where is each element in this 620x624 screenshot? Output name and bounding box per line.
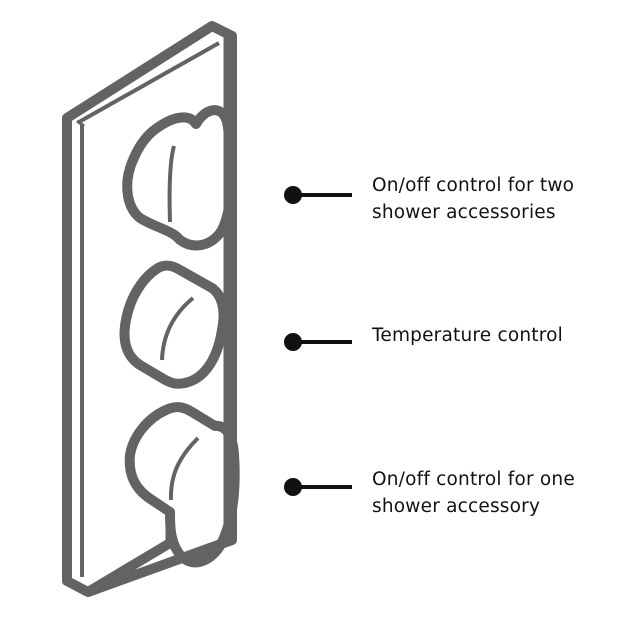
- bottom-knob-outline: [124, 402, 240, 568]
- callout-leader-line: [294, 485, 352, 489]
- callout-label: On/off control for one shower accessory: [372, 466, 575, 520]
- bottom-knob-indicator: [168, 436, 200, 501]
- top-knob-indicator: [167, 145, 176, 223]
- top-knob-outline: [122, 105, 237, 251]
- callout-bullet-icon: [284, 333, 302, 351]
- callout-label-line1: On/off control for one: [372, 469, 575, 490]
- callout-label-line1: Temperature control: [372, 325, 563, 346]
- callout-label: Temperature control: [372, 322, 563, 349]
- callout-label-line2: shower accessory: [372, 496, 541, 517]
- middle-knob-indicator: [160, 296, 195, 361]
- callout-bullet-icon: [284, 478, 302, 496]
- middle-knob-outline: [119, 260, 229, 389]
- callout-leader-line: [294, 340, 352, 344]
- callout-leader-line: [294, 193, 352, 197]
- callout-label: On/off control for two shower accessorie…: [372, 172, 574, 226]
- callout-label-line1: On/off control for two: [372, 175, 575, 196]
- callout-bullet-icon: [284, 186, 302, 204]
- callout-label-line2: shower accessories: [372, 202, 556, 223]
- panel-bevel: [78, 41, 220, 124]
